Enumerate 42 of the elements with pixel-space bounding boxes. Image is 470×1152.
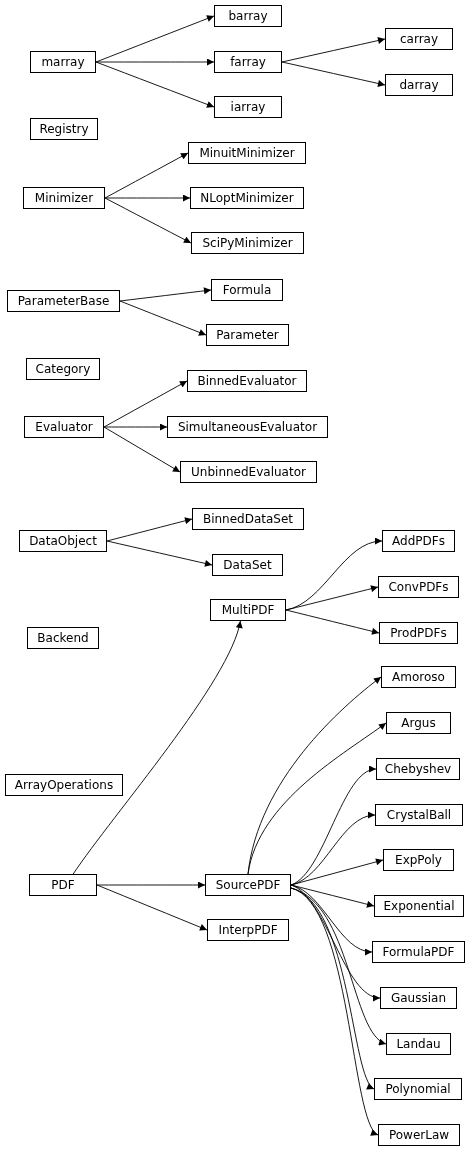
class-box: PowerLaw: [378, 1124, 460, 1146]
class-box: BinnedEvaluator: [187, 370, 307, 392]
class-box: Gaussian: [380, 987, 457, 1009]
class-box: ParameterBase: [7, 290, 120, 312]
class-box: darray: [385, 74, 453, 96]
class-box: barray: [214, 5, 282, 27]
class-box: Formula: [211, 279, 283, 301]
class-box: Amoroso: [381, 666, 456, 688]
class-box: DataSet: [212, 554, 283, 576]
class-box: Category: [26, 358, 100, 380]
class-box: Parameter: [206, 324, 289, 346]
class-box: InterpPDF: [207, 919, 289, 941]
class-box: BinnedDataSet: [192, 508, 304, 530]
class-box: marray: [30, 51, 96, 73]
class-box: iarray: [214, 96, 282, 118]
class-box: MinuitMinimizer: [188, 142, 306, 164]
class-box: SimultaneousEvaluator: [167, 416, 328, 438]
class-box: MultiPDF: [210, 599, 286, 621]
class-box: farray: [214, 51, 282, 73]
class-box: PDF: [29, 874, 97, 896]
class-box: CrystalBall: [375, 804, 463, 826]
class-box: NLoptMinimizer: [190, 187, 304, 209]
class-box: DataObject: [19, 530, 107, 552]
class-box: Exponential: [374, 895, 464, 917]
class-box: Chebyshev: [376, 758, 460, 780]
class-box: Evaluator: [24, 416, 104, 438]
class-box: Minimizer: [23, 187, 105, 209]
class-box: Landau: [386, 1033, 451, 1055]
class-box: Polynomial: [374, 1078, 462, 1100]
class-box: Backend: [27, 627, 99, 649]
class-box: Registry: [30, 118, 98, 140]
class-box: ArrayOperations: [5, 774, 123, 796]
class-box: Argus: [386, 712, 451, 734]
class-box: ExpPoly: [383, 849, 454, 871]
class-box: AddPDFs: [382, 530, 455, 552]
class-box: FormulaPDF: [372, 941, 465, 963]
class-box: carray: [385, 28, 453, 50]
class-box: UnbinnedEvaluator: [180, 461, 317, 483]
class-box: SourcePDF: [205, 874, 291, 896]
class-box: ConvPDFs: [378, 576, 459, 598]
class-box: SciPyMinimizer: [191, 232, 304, 254]
class-box: ProdPDFs: [379, 622, 458, 644]
